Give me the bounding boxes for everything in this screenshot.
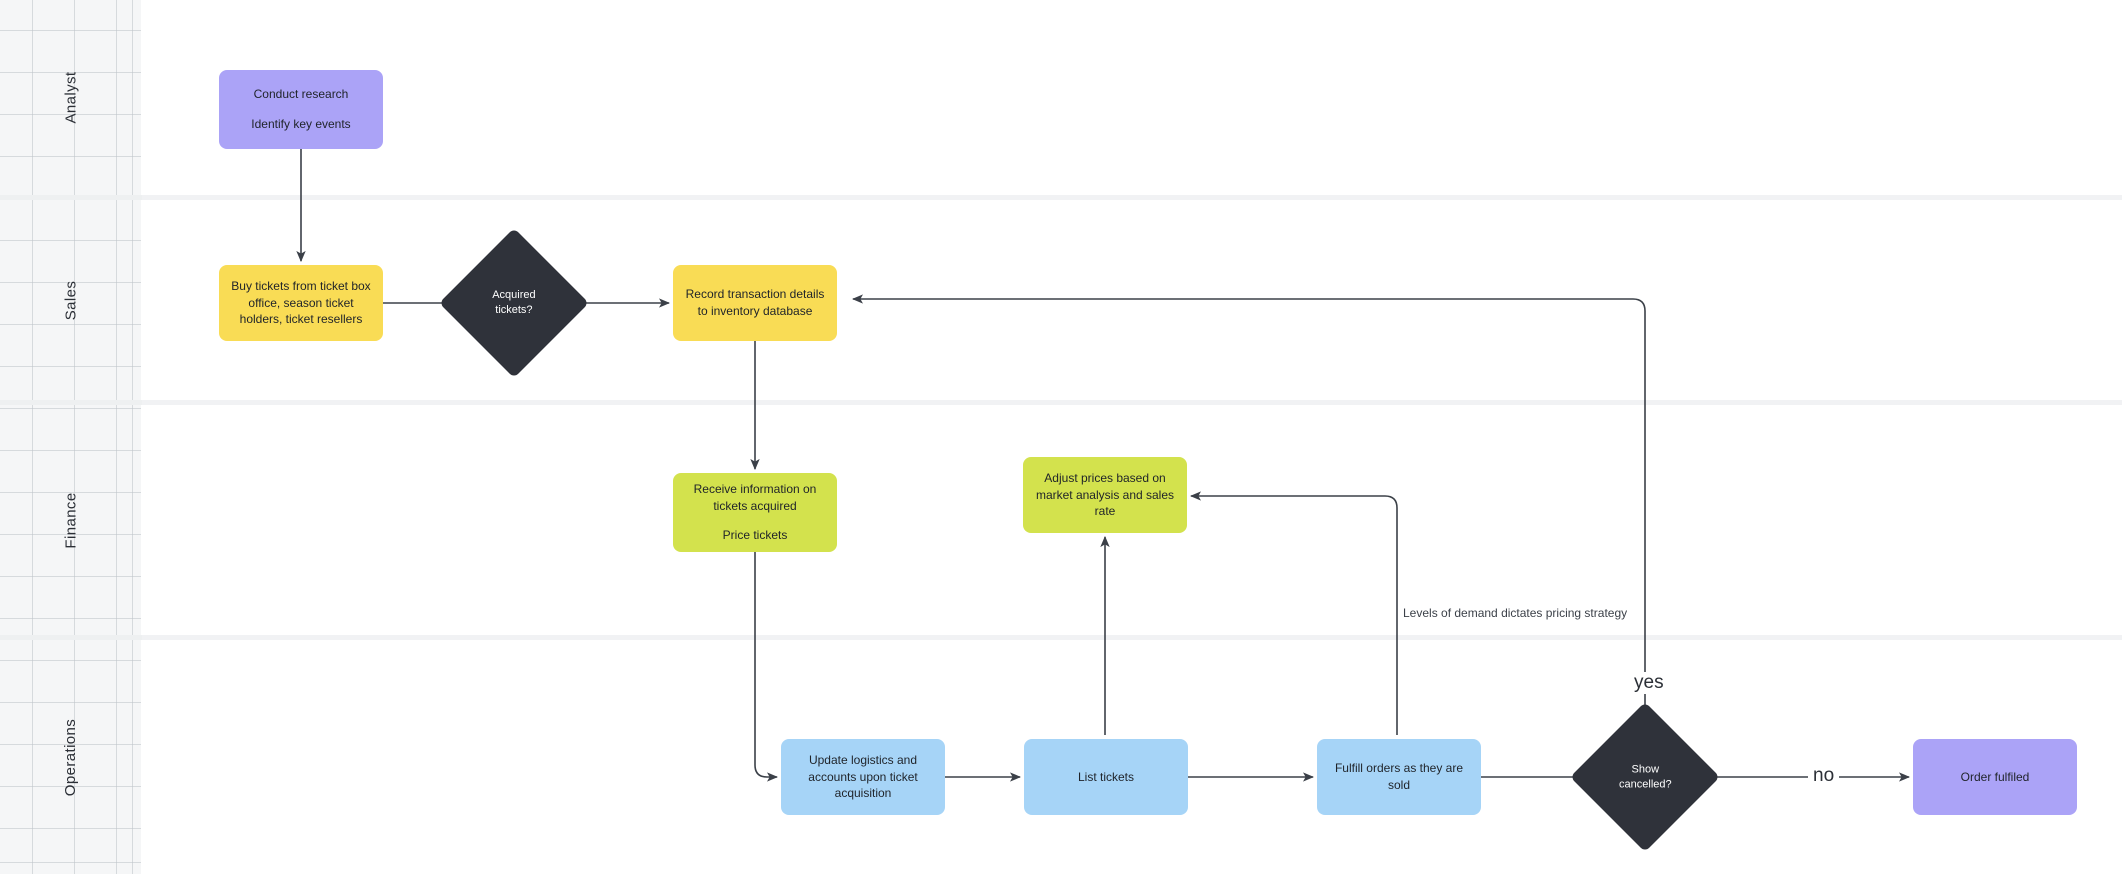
node-acquired-tickets-line-1: Acquired [492,289,536,302]
node-show-cancelled-text: Show cancelled? [1619,762,1672,792]
node-acquired-tickets-text: Acquired tickets? [492,288,535,318]
node-receive-information-line-1: Receive information on [693,482,817,497]
node-receive-information-line-3: Price tickets [722,528,788,543]
node-fulfill-orders-line-1: Fulfill orders as they are [1334,761,1464,776]
node-order-fulfiled[interactable]: Order fulfiled [1913,739,2077,815]
node-record-transaction[interactable]: Record transaction details to inventory … [673,265,837,341]
lane-separator-2 [0,400,2122,405]
node-list-tickets[interactable]: List tickets [1024,739,1188,815]
node-update-logistics-line-3: acquisition [834,786,892,801]
node-receive-information-line-2: tickets acquired [713,498,797,513]
node-adjust-prices-line-1: Adjust prices based on [1044,471,1166,486]
node-receive-information[interactable]: Receive information on tickets acquired … [673,473,837,552]
node-adjust-prices[interactable]: Adjust prices based on market analysis a… [1023,457,1187,533]
edge-label-no: no [1808,765,1840,787]
lane-separator-1 [0,195,2122,200]
node-record-transaction-line-1: Record transaction details [685,287,825,302]
node-acquired-tickets-decision[interactable]: Acquired tickets? [439,228,589,378]
node-fulfill-orders-line-2: sold [1387,778,1410,792]
node-list-tickets-line-1: List tickets [1077,769,1134,784]
lane-separator-3 [0,635,2122,640]
node-conduct-research[interactable]: Conduct research Identify key events [219,70,383,149]
edge-receive-to-update [754,552,779,782]
node-show-cancelled-line-1: Show [1631,763,1659,776]
node-adjust-prices-line-3: rate [1094,504,1116,519]
node-update-logistics[interactable]: Update logistics and accounts upon ticke… [781,739,945,815]
node-buy-tickets[interactable]: Buy tickets from ticket box office, seas… [219,265,383,341]
node-buy-tickets-line-2: office, season ticket [248,295,354,310]
node-adjust-prices-line-2: market analysis and sales [1035,487,1175,502]
node-buy-tickets-line-1: Buy tickets from ticket box [231,279,371,294]
node-order-fulfiled-line-1: Order fulfiled [1960,769,2030,784]
node-show-cancelled-decision[interactable]: Show cancelled? [1570,702,1720,852]
node-fulfill-orders[interactable]: Fulfill orders as they are sold [1317,739,1481,815]
node-conduct-research-line-2: Identify key events [251,117,351,131]
node-acquired-tickets-line-2: tickets? [495,303,533,316]
edge-label-yes: yes [1629,672,1669,694]
gutter-edge [141,0,143,874]
edge-label-demand-note: Levels of demand dictates pricing strate… [1398,606,1633,620]
node-update-logistics-line-2: accounts upon ticket [808,769,918,784]
node-buy-tickets-line-3: holders, ticket resellers [239,312,363,327]
swimlane-gutter [0,0,143,874]
edge-cancelled-yes-to-record [851,294,1646,720]
node-show-cancelled-line-2: cancelled? [1618,778,1672,790]
node-update-logistics-line-1: Update logistics and [808,753,918,768]
edge-fulfill-to-adjust-feedback [1189,491,1398,735]
node-record-transaction-line-2: to inventory database [697,304,813,318]
node-conduct-research-line-1: Conduct research [253,87,349,102]
